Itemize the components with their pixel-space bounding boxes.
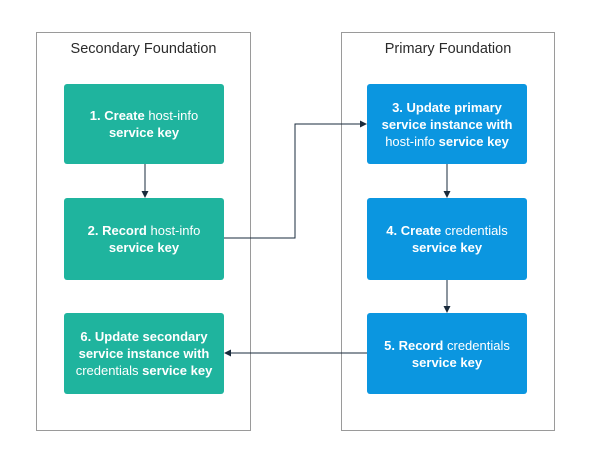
step-2-text-run: 2. Record [87,223,147,238]
step-5-text-run: service key [411,354,483,370]
step-4-box: 4. Create credentials service key [367,198,527,280]
step-2-text-run: host-info [146,223,201,238]
step-3-text-run: host-info [385,133,439,149]
step-4-text-run: 4. Create [386,223,442,238]
step-6-box: 6. Update secondary service instance with… [64,313,224,394]
step-6-text-run: service key [142,363,213,378]
secondary-foundation-title: Secondary Foundation [70,41,217,57]
step-1-text-run: host-info [144,108,199,123]
step-2-label: 2. Record host-info service key [88,222,201,256]
step-4-text-run: credentials [441,223,508,238]
step-6-label: 6. Update secondary service instance with… [76,328,213,379]
step-2-text-run: service key [108,240,180,255]
step-4-text-run: service key [411,240,483,255]
step-1-label: 1. Create host-info service key [90,107,198,141]
step-6-text-run: service instance with [78,346,210,361]
primary-foundation-title: Primary Foundation [384,41,512,57]
step-1-text-run: service key [108,125,180,140]
step-5-text-run: credentials [443,337,510,353]
step-6-text-run: credentials [75,363,143,378]
step-5-text-run: 5. Record [384,337,444,353]
step-3-text-run: 3. Update primary [392,99,502,115]
step-1-text-run: 1. Create [89,108,145,123]
step-2-box: 2. Record host-info service key [64,198,224,280]
step-6-text-run: 6. Update secondary [80,329,208,344]
step-4-label: 4. Create credentials service key [386,222,507,256]
step-3-text-run: service key [438,133,509,149]
step-1-box: 1. Create host-info service key [64,84,224,164]
step-3-text-run: service instance with [381,116,513,132]
